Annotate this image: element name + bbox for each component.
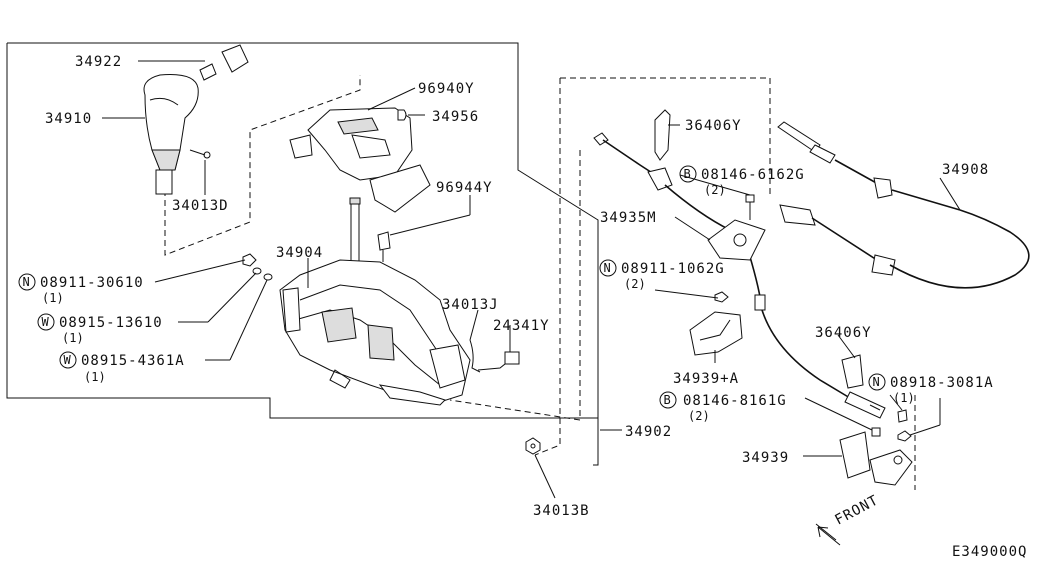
part-number: 08146-8161G [683,393,787,409]
nut-symbol: N [873,375,880,389]
label-34922: 34922 [75,54,122,70]
label-96940Y: 96940Y [418,81,475,97]
bolt-symbol: B [664,393,671,407]
nut-symbol: N [23,275,30,289]
part-number: 08915-13610 [59,315,163,331]
label-34013B: 34013B [533,503,590,519]
shift-knob [143,74,199,195]
nut-08918-3081A [897,409,912,442]
knob-dashed-group [164,75,361,256]
label-24341Y: 24341Y [493,318,550,334]
control-device-body [279,259,471,406]
label-34013D: 34013D [172,198,229,214]
nut-symbol: N [604,261,611,275]
label-36406Y-bottom: 36406Y [815,325,872,341]
cable-mount-plate [707,219,766,261]
indicator-finisher [289,107,431,213]
quantity: (1) [42,291,64,305]
nut-08911-1062G [714,291,729,303]
part-number: 08918-3081A [890,375,994,391]
bulb-34956 [397,109,407,121]
bracket-34939 [839,431,913,486]
cable-dashed-left [449,150,581,421]
nut-34013B [525,437,541,455]
washer-08915-4361A [263,273,273,281]
bolt-symbol: B [684,167,691,181]
callout-nut-08911-1062G: N 08911-1062G (2) [599,259,725,291]
quantity: (1) [62,331,84,345]
quantity: (2) [704,183,726,197]
knob-button [199,44,249,81]
part-number: 08915-4361A [81,353,185,369]
callout-nut-08911-30610: N 08911-30610 (1) [18,273,144,305]
callout-washer-08915-4361A: W 08915-4361A (1) [59,351,185,384]
main-assembly-frame [7,42,599,466]
label-34902: 34902 [625,424,672,440]
part-number: 08146-6162G [701,167,805,183]
control-cable-34935M [593,132,886,419]
knob-screw [189,149,211,159]
bolt-08146-6162G [745,194,755,220]
washer-symbol: W [42,315,50,329]
washer-symbol: W [64,353,72,367]
label-34956: 34956 [432,109,479,125]
callout-bolt-08146-8161G: B 08146-8161G (2) [659,391,787,423]
label-34904: 34904 [276,245,323,261]
quantity: (1) [893,391,915,405]
label-34939A: 34939+A [673,371,739,387]
quantity: (2) [624,277,646,291]
console-dashed-group [560,77,771,195]
label-36406Y-top: 36406Y [685,118,742,134]
label-34935M: 34935M [600,210,657,226]
callout-washer-08915-13610: W 08915-13610 (1) [37,313,163,345]
clip-36406Y-bottom [841,354,864,389]
front-label: FRONT [832,492,881,528]
label-34910: 34910 [45,111,92,127]
main-assembly-frame-lower [6,43,598,419]
diagram-code: E349000Q [952,544,1027,560]
bolt-08146-8161G [871,427,881,437]
label-34908: 34908 [942,162,989,178]
cable-dashed-group [534,78,561,456]
callout-nut-08918-3081A: N 08918-3081A (1) [868,373,994,405]
clip-36406Y-top [654,109,671,161]
nut-08911-30610 [242,253,257,267]
front-arrow-icon [815,523,841,546]
part-number: 08911-1062G [621,261,725,277]
callout-bolt-08146-6162G: B 08146-6162G (2) [679,165,805,197]
quantity: (1) [84,370,106,384]
label-34939: 34939 [742,450,789,466]
quantity: (2) [688,409,710,423]
label-96944Y: 96944Y [436,180,493,196]
leader-lines [102,60,961,499]
label-34013J: 34013J [442,297,499,313]
clip-96944Y [377,231,391,262]
washer-08915-13610 [252,267,262,275]
bracket-34939A [689,311,743,356]
harness-24341Y [469,339,520,373]
cable-34908 [777,121,1030,289]
part-number: 08911-30610 [40,275,144,291]
